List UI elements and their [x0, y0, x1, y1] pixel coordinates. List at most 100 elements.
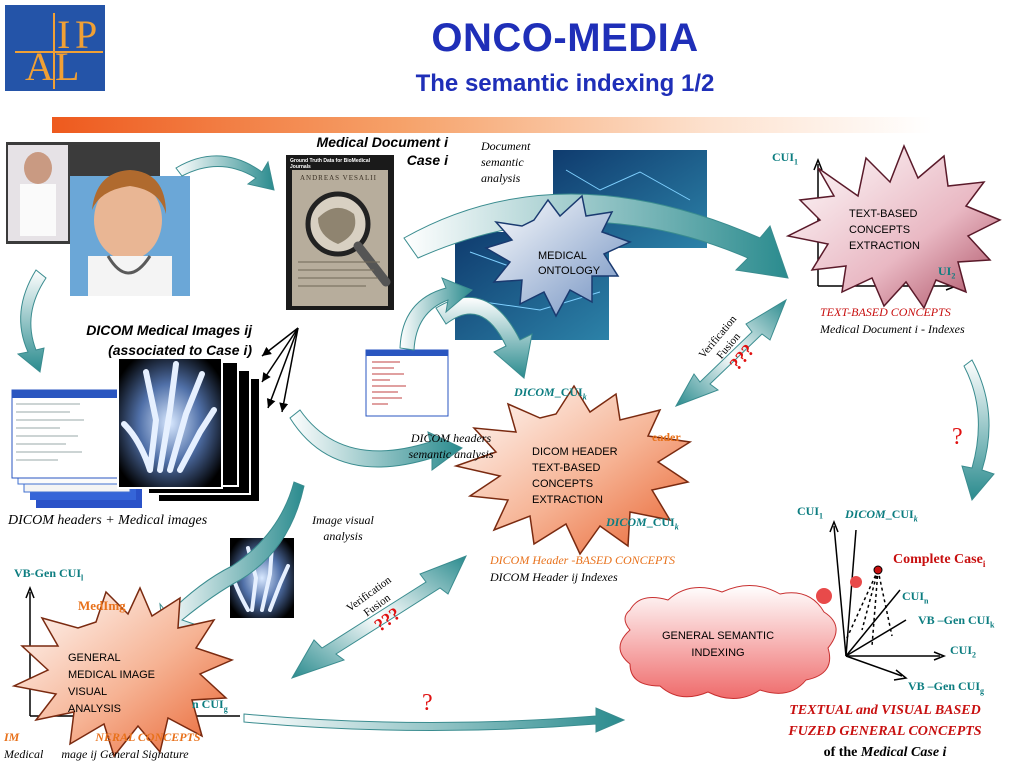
dicom-cuik-top-post: _CUI: [554, 385, 583, 399]
img-caption-line2-left: Medical: [4, 747, 44, 761]
question-mark-right: ?: [952, 424, 963, 450]
medical-ontology-star: [484, 194, 632, 318]
vb-gen-cuil: VB-Gen CUIl: [14, 566, 83, 582]
img-vis-line2: analysis: [323, 529, 363, 543]
dicom-images-line1: DICOM Medical Images ij: [86, 322, 252, 338]
dicom-cuik-mid-post: _CUI: [646, 515, 675, 529]
fused-caption-line3-it: Medical Case i: [860, 745, 947, 760]
fused-vb-gen-g-sub: g: [980, 686, 985, 696]
fused-dicom-sub: k: [913, 514, 918, 524]
arrow-right-vertical: [961, 359, 995, 502]
fused-cui2-text: CUI: [950, 643, 973, 657]
axis-cui2-top-sub: 2: [951, 271, 956, 281]
img-caption-line1-right: NERAL CONCEPTS: [95, 730, 201, 744]
general-semantic-indexing-label: GENERAL SEMANTIC INDEXING: [638, 628, 798, 662]
text-concepts-star: [785, 144, 1002, 310]
fused-cui1: CUI1: [797, 504, 823, 520]
fused-cui2: CUI2: [950, 643, 976, 659]
curve-arrow-photo-to-doc: [175, 155, 275, 191]
axis-cui2-top: UI2: [938, 264, 955, 280]
fused-vb-gen-k: VB –Gen CUIk: [918, 613, 994, 629]
arrow-thumbnail-up: [399, 277, 473, 351]
page-title: ONCO-MEDIA: [431, 16, 699, 60]
doc-title: Medical Document i Case i: [286, 133, 448, 169]
curve-arrow-down-left: [16, 269, 47, 373]
text-caption-line2: Medical Document i - Indexes: [820, 322, 965, 336]
doc-sem-line2: semantic: [481, 155, 524, 169]
gi-star-line4: ANALYSIS: [68, 703, 121, 715]
dicom-images-label: DICOM Medical Images ij (associated to C…: [40, 320, 252, 360]
axis-cui1-top-text: CUI: [772, 150, 795, 164]
complete-case-sub: i: [982, 558, 986, 569]
doc-title-line1: Medical Document i: [316, 134, 448, 150]
fused-cuin: CUIn: [902, 589, 928, 605]
general-image-star-label: GENERAL MEDICAL IMAGE VISUAL ANALYSIS: [68, 650, 155, 718]
fused-caption-line3-pre: of the: [823, 745, 861, 760]
gi-star-line3: VISUAL: [68, 686, 108, 698]
dicom-cuik-mid: DICOM_CUIk: [606, 515, 679, 531]
logo-bar-v: [53, 13, 55, 89]
dh-star-line3: CONCEPTS: [532, 478, 594, 490]
ipal-logo: I P A L: [5, 5, 105, 91]
fused-caption-line3: of the Medical Case i: [760, 742, 1010, 763]
text-concepts-star-label: TEXT-BASED CONCEPTS EXTRACTION: [849, 206, 920, 254]
fused-cui1-sub: 1: [819, 511, 824, 521]
gi-star-line2: MEDICAL IMAGE: [68, 669, 155, 681]
image-visual-analysis: Image visual analysis: [298, 512, 388, 544]
text-concepts-caption: TEXT-BASED CONCEPTS Medical Document i -…: [820, 304, 965, 338]
dh-caption-line1: DICOM Header -BASED CONCEPTS: [490, 553, 675, 567]
complete-case-label: Complete Casei: [893, 552, 985, 569]
fusion-arrow-bottom: [290, 555, 467, 679]
dicom-header-thumbnail: [365, 349, 449, 417]
logo-bar-h: [15, 51, 103, 53]
text-caption-line1: TEXT-BASED CONCEPTS: [820, 305, 951, 319]
fused-caption-line2: FUZED GENERAL CONCEPTS: [788, 724, 982, 739]
dicom-header-star-label: DICOM HEADER TEXT-BASED CONCEPTS EXTRACT…: [532, 444, 618, 508]
complete-case-point: [873, 565, 883, 575]
dicom-cuik-mid-sub: k: [674, 522, 679, 532]
general-semantic-indexing-cloud: [619, 585, 837, 699]
axis-cui1-top-sub: 1: [794, 157, 799, 167]
xray-stack: [117, 357, 261, 503]
medimg-label: MedImg: [78, 598, 126, 613]
medical-ontology-label: MEDICAL ONTOLOGY: [538, 249, 600, 279]
doc-book-title: ANDREAS VESALII: [300, 174, 377, 182]
vb-gen-cuil-text: VB-Gen CUI: [14, 566, 82, 580]
dicom-cuik-top: DICOM_CUIk: [514, 385, 587, 401]
text-star-line3: EXTRACTION: [849, 240, 920, 252]
img-vis-line1: Image visual: [312, 513, 374, 527]
gi-star-line1: GENERAL: [68, 652, 121, 664]
arrow-images-to-header-analysis: [289, 409, 463, 471]
document-semantic-analysis: Document semantic analysis: [481, 138, 561, 186]
dicom-cuik-mid-pre: DICOM: [606, 515, 647, 529]
dicom-sem-line2: semantic analysis: [408, 447, 494, 461]
gsi-line1: GENERAL SEMANTIC: [661, 630, 775, 642]
fused-caption: TEXTUAL and VISUAL BASED FUZED GENERAL C…: [760, 700, 1010, 763]
fused-cuin-sub: n: [924, 596, 929, 606]
dicom-sem-line1: DICOM headers: [410, 431, 492, 445]
fused-vb-gen-g-text: VB –Gen CUI: [908, 679, 981, 693]
img-caption-line2-right: mage ij General Signature: [61, 747, 189, 761]
fused-vb-gen-k-sub: k: [990, 620, 995, 630]
cuig-partial-sub: g: [223, 704, 228, 714]
cuig-partial-text: n CUI: [192, 697, 224, 711]
axis-cui2-top-text: UI: [938, 264, 952, 278]
doc-sem-line1: Document: [481, 139, 531, 153]
fusion-arrow-top: [674, 298, 788, 407]
ontology-line2: ONTOLOGY: [538, 265, 601, 277]
fused-dicom-post: _CUI: [885, 507, 914, 521]
doc-journal-heading: Ground Truth Data for BioMedical Journal…: [290, 158, 371, 170]
logo-letter-p: P: [75, 12, 98, 57]
dicom-images-line2: (associated to Case i): [108, 342, 252, 358]
complete-case-text: Complete Case: [893, 552, 983, 567]
fused-cui1-text: CUI: [797, 504, 820, 518]
page-subtitle: The semantic indexing 1/2: [415, 70, 715, 97]
fused-axis: [829, 519, 947, 681]
question-mark-bottom: ?: [422, 690, 433, 716]
fused-sphere-2: [816, 588, 832, 604]
text-star-line2: CONCEPTS: [849, 224, 911, 236]
gsi-line2: INDEXING: [691, 647, 745, 659]
dh-star-line4: EXTRACTION: [532, 494, 603, 506]
dicom-headers-semantic-analysis: DICOM headers semantic analysis: [396, 430, 506, 462]
